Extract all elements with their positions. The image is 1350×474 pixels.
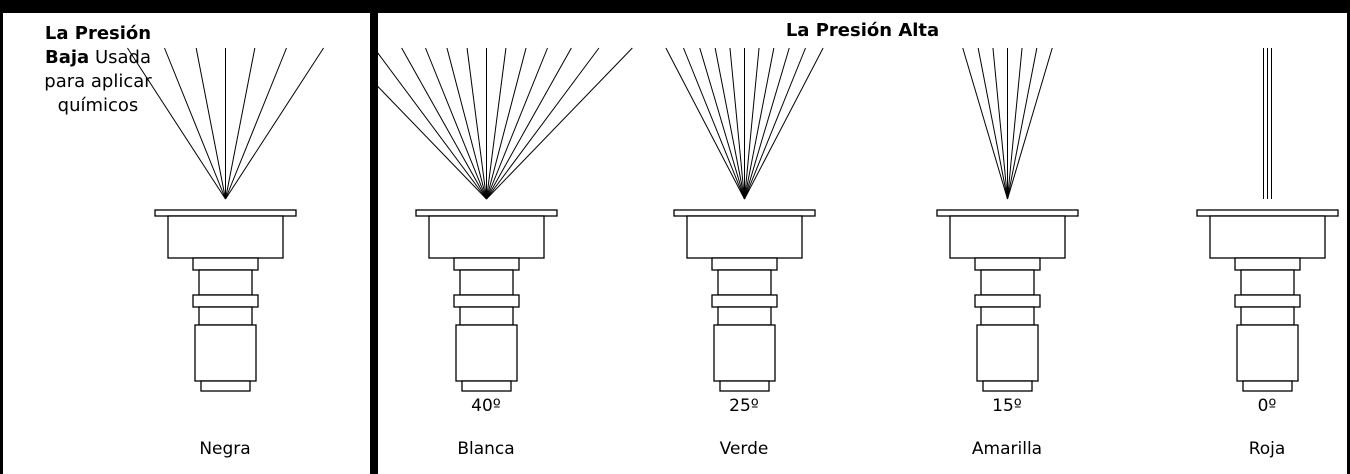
- spray-line: [744, 47, 760, 200]
- nozzle-neck: [980, 269, 1035, 296]
- nozzle-neck: [459, 269, 514, 296]
- spray-line: [225, 47, 324, 200]
- spray-line: [225, 47, 256, 200]
- spray-line: [729, 47, 745, 200]
- spray-line: [466, 47, 487, 200]
- nozzle-cap: [428, 215, 545, 259]
- nozzle-collar: [192, 257, 259, 271]
- nozzle-tip: [719, 380, 770, 392]
- nozzle-ring: [192, 294, 259, 308]
- spray-line: [378, 85, 487, 200]
- nozzle-body: [1236, 324, 1299, 382]
- spray-line: [401, 47, 487, 200]
- nozzle-neck: [198, 269, 253, 296]
- low-pressure-usage-2: para aplicar: [44, 71, 152, 92]
- yellow-nozzle-diagram: [936, 47, 1079, 392]
- nozzle-shaft: [1240, 306, 1295, 326]
- nozzle-cap: [1209, 215, 1326, 259]
- spray-line: [486, 47, 507, 200]
- spray-line: [683, 47, 745, 200]
- spray-line: [446, 47, 487, 200]
- red-nozzle-label: Roja: [1248, 439, 1286, 459]
- black-nozzle-label: Negra: [199, 439, 251, 459]
- nozzle-collar: [453, 257, 520, 271]
- nozzle-flange: [415, 209, 558, 217]
- nozzle-neck: [1240, 269, 1295, 296]
- nozzle-tip: [1242, 380, 1293, 392]
- nozzle-shaft: [198, 306, 253, 326]
- nozzle-tip: [461, 380, 512, 392]
- nozzle-shaft: [459, 306, 514, 326]
- spray-line: [425, 47, 487, 200]
- low-pressure-usage-1: Usada: [94, 47, 151, 68]
- nozzle-cap: [167, 215, 284, 259]
- nozzle-cap: [949, 215, 1066, 259]
- high-pressure-title: La Presión Alta: [785, 20, 940, 41]
- yellow-nozzle-label: Amarilla: [971, 439, 1043, 459]
- nozzle-cap: [686, 215, 803, 259]
- spray-line: [1007, 47, 1023, 200]
- spray-line: [486, 47, 572, 200]
- spray-line: [977, 47, 1008, 200]
- nozzle-body: [455, 324, 518, 382]
- nozzle-collar: [711, 257, 778, 271]
- yellow-nozzle-angle: 15º: [992, 396, 1022, 416]
- high-pressure-panel: La Presión Alta 40º Blanca 25º Verde 15º…: [378, 13, 1347, 474]
- nozzle-ring: [1234, 294, 1301, 308]
- nozzle-body: [713, 324, 776, 382]
- nozzle-ring: [974, 294, 1041, 308]
- spray-line: [486, 47, 548, 200]
- nozzle-body: [194, 324, 257, 382]
- white-nozzle-label: Blanca: [457, 439, 515, 459]
- spray-line: [1007, 47, 1038, 200]
- spray-line: [486, 47, 600, 200]
- spray-line: [699, 47, 745, 200]
- spray-line: [714, 47, 745, 200]
- green-nozzle-angle: 25º: [729, 396, 759, 416]
- nozzle-shaft: [980, 306, 1035, 326]
- red-nozzle-diagram: [1196, 48, 1339, 392]
- spray-line: [992, 47, 1008, 200]
- spray-line: [962, 47, 1008, 200]
- nozzle-flange: [673, 209, 816, 217]
- spray-line: [486, 47, 527, 200]
- nozzle-shaft: [717, 306, 772, 326]
- white-nozzle-diagram: [378, 47, 633, 392]
- nozzle-collar: [974, 257, 1041, 271]
- spray-line: [195, 47, 226, 200]
- nozzle-ring: [711, 294, 778, 308]
- nozzle-tip: [200, 380, 251, 392]
- black-nozzle-diagram: [127, 47, 324, 392]
- spray-line: [127, 47, 226, 200]
- red-nozzle-angle: 0º: [1257, 396, 1277, 416]
- low-pressure-title-2: Baja: [45, 47, 90, 68]
- spray-line: [665, 47, 745, 200]
- spray-line: [744, 47, 824, 200]
- white-nozzle-angle: 40º: [471, 396, 501, 416]
- nozzle-collar: [1234, 257, 1301, 271]
- spray-line: [225, 47, 287, 200]
- spray-line: [744, 47, 790, 200]
- spray-line: [164, 47, 226, 200]
- nozzle-body: [976, 324, 1039, 382]
- nozzle-flange: [154, 209, 297, 217]
- nozzle-ring: [453, 294, 520, 308]
- nozzle-neck: [717, 269, 772, 296]
- low-pressure-usage-3: químicos: [57, 95, 139, 116]
- low-pressure-title-1: La Presión: [44, 23, 152, 44]
- green-nozzle-diagram: [665, 47, 824, 392]
- nozzle-flange: [1196, 209, 1339, 217]
- nozzle-flange: [936, 209, 1079, 217]
- nozzle-tip: [982, 380, 1033, 392]
- spray-line: [744, 47, 806, 200]
- spray-line: [1007, 47, 1053, 200]
- low-pressure-description: La Presión Baja Usada para aplicar quími…: [23, 22, 173, 118]
- spray-line: [486, 47, 633, 200]
- low-pressure-panel: La Presión Baja Usada para aplicar quími…: [3, 13, 370, 474]
- spray-line: [744, 47, 775, 200]
- spray-line: [378, 52, 487, 200]
- green-nozzle-label: Verde: [719, 439, 769, 459]
